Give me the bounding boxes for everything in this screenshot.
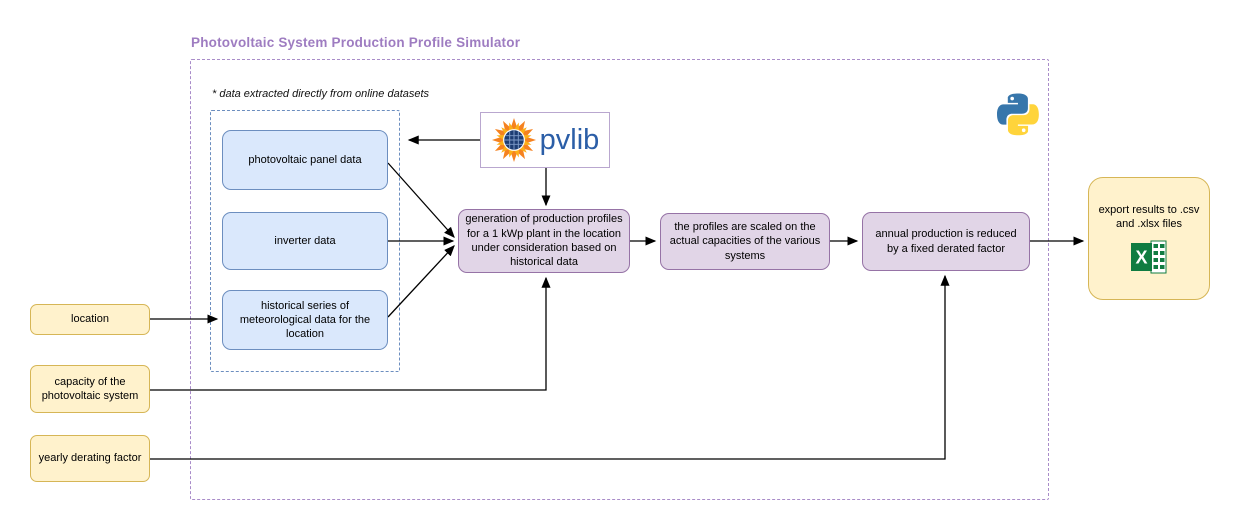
node-label: annual production is reduced by a fixed …: [875, 228, 1017, 255]
node-label: capacity of the photovoltaic system: [41, 375, 139, 402]
python-icon: [997, 93, 1039, 136]
node-annual-production-derated: annual production is reduced by a fixed …: [862, 212, 1030, 271]
node-label: inverter data: [274, 234, 336, 247]
pvlib-logo: pvlib: [480, 112, 610, 168]
node-label: location: [71, 313, 109, 326]
node-label: export results to .csv and .xlsx files: [1098, 203, 1200, 230]
pvlib-wordmark: pvlib: [539, 123, 600, 156]
pvlib-sun-icon: [491, 117, 537, 163]
diagram-title: Photovoltaic System Production Profile S…: [191, 35, 521, 50]
node-photovoltaic-panel-data: photovoltaic panel data: [222, 130, 388, 190]
node-export-results: export results to .csv and .xlsx files X: [1088, 177, 1210, 300]
excel-icon: X: [1130, 240, 1168, 274]
node-inverter-data: inverter data: [222, 212, 388, 270]
node-profiles-scaled: the profiles are scaled on the actual ca…: [660, 213, 830, 270]
node-input-capacity: capacity of the photovoltaic system: [30, 365, 150, 413]
node-label: the profiles are scaled on the actual ca…: [669, 221, 821, 262]
node-label: historical series of meteorological data…: [239, 299, 371, 341]
node-historical-meteo-data: historical series of meteorological data…: [222, 290, 388, 350]
node-label: generation of production profiles for a …: [465, 213, 623, 269]
svg-text:X: X: [1135, 248, 1147, 268]
node-input-yearly-derating-factor: yearly derating factor: [30, 435, 150, 482]
node-label: photovoltaic panel data: [248, 153, 362, 166]
node-label: yearly derating factor: [38, 452, 142, 465]
datasets-footnote: * data extracted directly from online da…: [212, 88, 430, 100]
node-input-location: location: [30, 304, 150, 335]
node-generation-profiles: generation of production profiles for a …: [458, 209, 630, 273]
